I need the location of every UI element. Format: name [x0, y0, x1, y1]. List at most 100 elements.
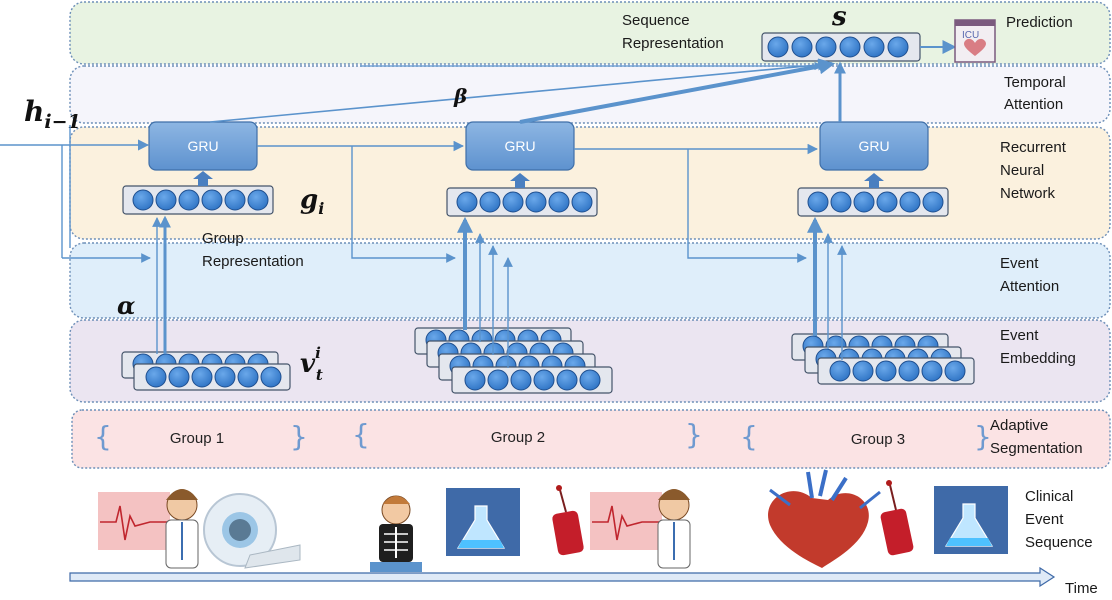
embedding-node	[145, 366, 167, 388]
segment-group-3: { Group 3 }	[740, 420, 992, 453]
embedding-node	[178, 189, 200, 211]
event-embedding-group-2	[414, 327, 613, 394]
embedding-node	[830, 191, 852, 213]
sequence-vector	[761, 32, 921, 62]
svg-text:ICU: ICU	[962, 30, 979, 41]
event-embedding-group-1	[121, 351, 291, 391]
svg-text:{: {	[740, 420, 758, 453]
gru-cell-3: GRU	[819, 121, 929, 171]
embedding-node	[899, 191, 921, 213]
group-vector-1	[122, 185, 274, 215]
svg-text:GRU: GRU	[504, 138, 535, 154]
embedding-node	[922, 191, 944, 213]
embedding-node	[548, 191, 570, 213]
ecg-doctor-icon	[98, 489, 199, 569]
embedding-node	[502, 191, 524, 213]
svg-text:GRU: GRU	[187, 138, 218, 154]
symbol-s: s	[831, 2, 847, 32]
embedding-node	[852, 360, 874, 382]
embedding-node	[944, 360, 966, 382]
embedding-node	[807, 191, 829, 213]
embedding-node	[815, 36, 837, 58]
lab-flask-icon-2	[934, 486, 1008, 554]
ecg-doctor-icon-2	[590, 489, 691, 569]
embedding-node	[464, 369, 486, 391]
embedding-node	[487, 369, 509, 391]
embedding-node	[510, 369, 532, 391]
gru-cell-2: GRU	[465, 121, 575, 171]
svg-text:Group 3: Group 3	[851, 431, 905, 448]
segment-group-2: { Group 2 }	[352, 418, 703, 451]
embedding-node	[201, 189, 223, 211]
event-attention-band	[69, 242, 1111, 319]
blood-syringe-icon-2	[880, 480, 914, 556]
blood-syringe-icon-1	[552, 485, 584, 556]
embedding-node	[571, 191, 593, 213]
embedding-node	[456, 191, 478, 213]
svg-text:{: {	[94, 420, 112, 453]
embedding-node	[853, 191, 875, 213]
embedding-node	[224, 189, 246, 211]
segment-group-1: { Group 1 }	[94, 420, 308, 453]
embedding-node	[887, 36, 909, 58]
embedding-node	[247, 189, 269, 211]
embedding-node	[533, 369, 555, 391]
svg-text:Group 2: Group 2	[491, 429, 545, 446]
svg-text:{: {	[352, 418, 370, 451]
time-label: Time	[1065, 580, 1098, 597]
svg-text:GRU: GRU	[858, 138, 889, 154]
svg-text:}: }	[974, 420, 992, 453]
embedding-node	[214, 366, 236, 388]
embedding-node	[875, 360, 897, 382]
gru-cell-1: GRU	[148, 121, 258, 171]
event-embedding-group-3	[791, 333, 975, 385]
prediction-band	[69, 1, 1111, 65]
time-axis-arrow	[69, 566, 1056, 588]
embedding-node	[191, 366, 213, 388]
embedding-node	[237, 366, 259, 388]
svg-text:}: }	[685, 418, 703, 451]
icu-heart-icon: ICU	[954, 19, 996, 63]
embedding-node	[876, 191, 898, 213]
embedding-node	[767, 36, 789, 58]
embedding-node	[898, 360, 920, 382]
embedding-node	[525, 191, 547, 213]
embedding-node	[168, 366, 190, 388]
group-vector-3	[797, 187, 949, 217]
temporal-attention-band	[69, 65, 1111, 124]
embedding-node	[579, 369, 601, 391]
symbol-h-prev: hi−1	[24, 95, 81, 133]
lab-flask-icon-1	[446, 488, 520, 556]
embedding-node	[132, 189, 154, 211]
embedding-node	[863, 36, 885, 58]
symbol-alpha: α	[117, 291, 135, 320]
mri-scanner-icon	[203, 493, 301, 569]
heart-anatomy-icon	[768, 469, 881, 568]
embedding-node	[839, 36, 861, 58]
symbol-g-i: gi	[300, 185, 324, 218]
adaptive-segmentation-band	[71, 409, 1111, 469]
embedding-node	[829, 360, 851, 382]
embedding-node	[479, 191, 501, 213]
svg-text:Group 1: Group 1	[170, 430, 224, 447]
embedding-node	[155, 189, 177, 211]
embedding-node	[921, 360, 943, 382]
svg-text:}: }	[290, 420, 308, 453]
embedding-node	[791, 36, 813, 58]
embedding-node	[556, 369, 578, 391]
group-vector-2	[446, 187, 598, 217]
embedding-node	[260, 366, 282, 388]
symbol-beta: β	[453, 84, 467, 108]
xray-child-icon	[370, 495, 422, 572]
layer-label-prediction: Prediction	[1006, 14, 1073, 31]
